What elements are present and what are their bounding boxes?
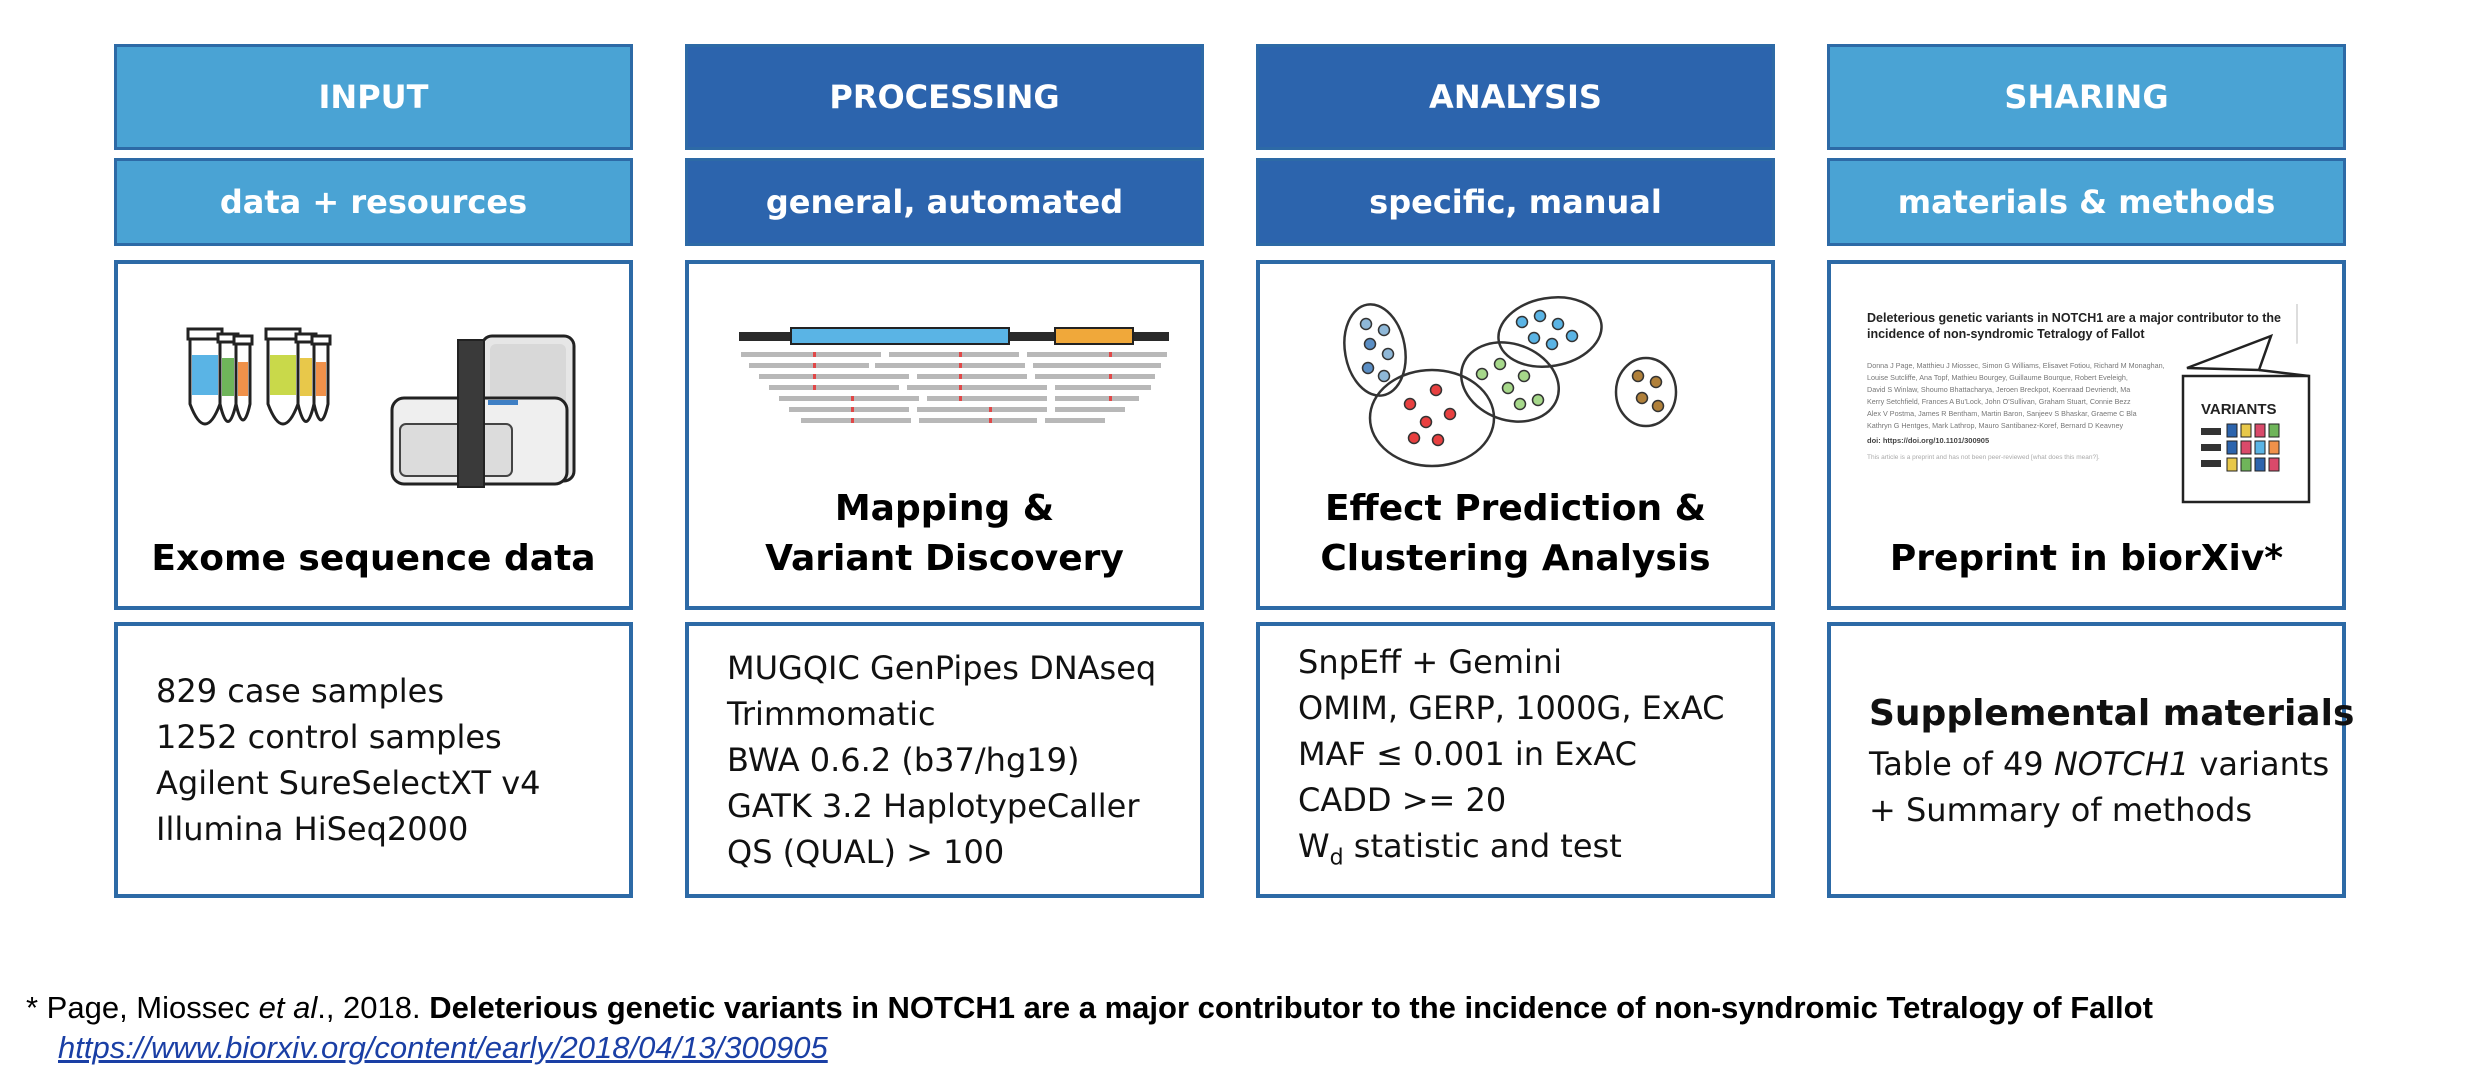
detail-line: CADD >= 20 (1298, 780, 1507, 819)
read-alignment-illustration (739, 327, 1169, 423)
detail-line: Illumina HiSeq2000 (156, 810, 469, 848)
header-input: INPUT (114, 44, 633, 150)
subheader-input: data + resources (114, 158, 633, 246)
svg-text:incidence of non-syndromic Tet: incidence of non-syndromic Tetralogy of … (1867, 327, 2145, 341)
svg-text:Louise Sutcliffe, Ana Topf, Ma: Louise Sutcliffe, Ana Topf, Mathieu Bour… (1867, 373, 2128, 382)
detail-line: 829 case samples (156, 672, 444, 710)
preprint-page-icon: Deleterious genetic variants in NOTCH1 a… (1867, 304, 2298, 464)
panel-analysis-illustration: Effect Prediction & Clustering Analysis (1256, 260, 1775, 610)
sample-tubes-icon (186, 327, 332, 426)
column-analysis: ANALYSIS specific, manual (1256, 44, 1775, 898)
caption-analysis: Effect Prediction & Clustering Analysis (1320, 488, 1711, 579)
caption-sharing: Preprint in biorXiv* (1889, 538, 2284, 579)
subheader-analysis: specific, manual (1256, 158, 1775, 246)
panel-processing-illustration: Mapping & Variant Discovery (685, 260, 1204, 610)
svg-text:David S Winlaw, Shoumo Bhattac: David S Winlaw, Shoumo Bhattacharya, Jer… (1867, 385, 2130, 394)
detail-line: + Summary of methods (1869, 791, 2253, 829)
citation-text: * Page, Miossec et al., 2018. Deleteriou… (26, 990, 2153, 1025)
subheader-processing: general, automated (685, 158, 1204, 246)
citation-footer: * Page, Miossec et al., 2018. Deleteriou… (26, 988, 2153, 1068)
header-processing: PROCESSING (685, 44, 1204, 150)
variant-marks-icon (813, 352, 1112, 423)
detail-line: OMIM, GERP, 1000G, ExAC (1298, 688, 1725, 727)
variants-sheet-icon: VARIANTS (2181, 333, 2311, 504)
details-analysis: SnpEff + Gemini OMIM, GERP, 1000G, ExAC … (1256, 622, 1775, 898)
column-sharing: SHARING materials & methods Deleterious … (1827, 44, 2355, 898)
details-processing: MUGQIC GenPipes DNAseq Trimmomatic BWA 0… (685, 622, 1204, 898)
details-sharing: Supplemental materials Table of 49 NOTCH… (1827, 622, 2355, 898)
cluster-ellipses-icon (1343, 296, 1678, 468)
svg-text:Deleterious genetic variants i: Deleterious genetic variants in NOTCH1 a… (1867, 311, 2281, 325)
sequencer-machine-icon (390, 334, 576, 488)
detail-line: QS (QUAL) > 100 (727, 833, 1005, 871)
clustering-illustration (1343, 296, 1678, 468)
svg-text:Alex V Postma, James R Bentham: Alex V Postma, James R Bentham, Martin B… (1867, 409, 2137, 418)
aligned-reads-icon (741, 352, 1167, 423)
detail-line: MUGQIC GenPipes DNAseq (727, 649, 1157, 687)
svg-text:Kerry Setchfield, Frances A Bu: Kerry Setchfield, Frances A Bu'Lock, Joh… (1867, 397, 2131, 406)
header-analysis: ANALYSIS (1256, 44, 1775, 150)
caption-processing: Mapping & Variant Discovery (765, 488, 1124, 579)
detail-line: Agilent SureSelectXT v4 (156, 764, 541, 802)
detail-line: 1252 control samples (156, 718, 502, 756)
panel-sharing-illustration: Deleterious genetic variants in NOTCH1 a… (1827, 260, 2346, 610)
svg-text:VARIANTS: VARIANTS (2201, 401, 2277, 418)
header-sharing: SHARING (1827, 44, 2346, 150)
reference-genome-icon (739, 327, 1169, 345)
svg-text:doi: https://doi.org/10.1101/3: doi: https://doi.org/10.1101/300905 (1867, 436, 1989, 445)
details-input: 829 case samples 1252 control samples Ag… (114, 622, 633, 898)
detail-line: SnpEff + Gemini (1298, 642, 1563, 681)
biorxiv-link[interactable]: https://www.biorxiv.org/content/early/20… (58, 1030, 828, 1065)
column-input: INPUT data + resources (114, 44, 633, 898)
svg-text:Kathryn G Hentges, Mark Lathro: Kathryn G Hentges, Mark Lathrop, Mauro S… (1867, 421, 2123, 430)
sequencer-illustration (186, 327, 576, 488)
column-processing: PROCESSING general, automated (685, 44, 1204, 898)
panel-input-illustration: Exome sequence data (114, 260, 633, 610)
svg-text:Donna J Page, Matthieu J Mioss: Donna J Page, Matthieu J Miossec, Simon … (1867, 361, 2165, 370)
detail-line: BWA 0.6.2 (b37/hg19) (727, 741, 1080, 779)
supplemental-materials-title: Supplemental materials (1869, 693, 2355, 734)
preprint-illustration: Deleterious genetic variants in NOTCH1 a… (1867, 304, 2311, 504)
detail-line: GATK 3.2 HaplotypeCaller (727, 787, 1140, 825)
detail-line: Trimmomatic (727, 695, 936, 733)
cluster-points-icon (1359, 309, 1665, 447)
detail-line: Table of 49 NOTCH1 variants (1869, 745, 2330, 783)
detail-line-wd-statistic: Wd statistic and test (1298, 826, 1622, 871)
detail-line: MAF ≤ 0.001 in ExAC (1298, 734, 1638, 773)
caption-input: Exome sequence data (151, 538, 596, 579)
svg-text:This article is a preprint and: This article is a preprint and has not b… (1867, 454, 2100, 461)
subheader-sharing: materials & methods (1827, 158, 2346, 246)
